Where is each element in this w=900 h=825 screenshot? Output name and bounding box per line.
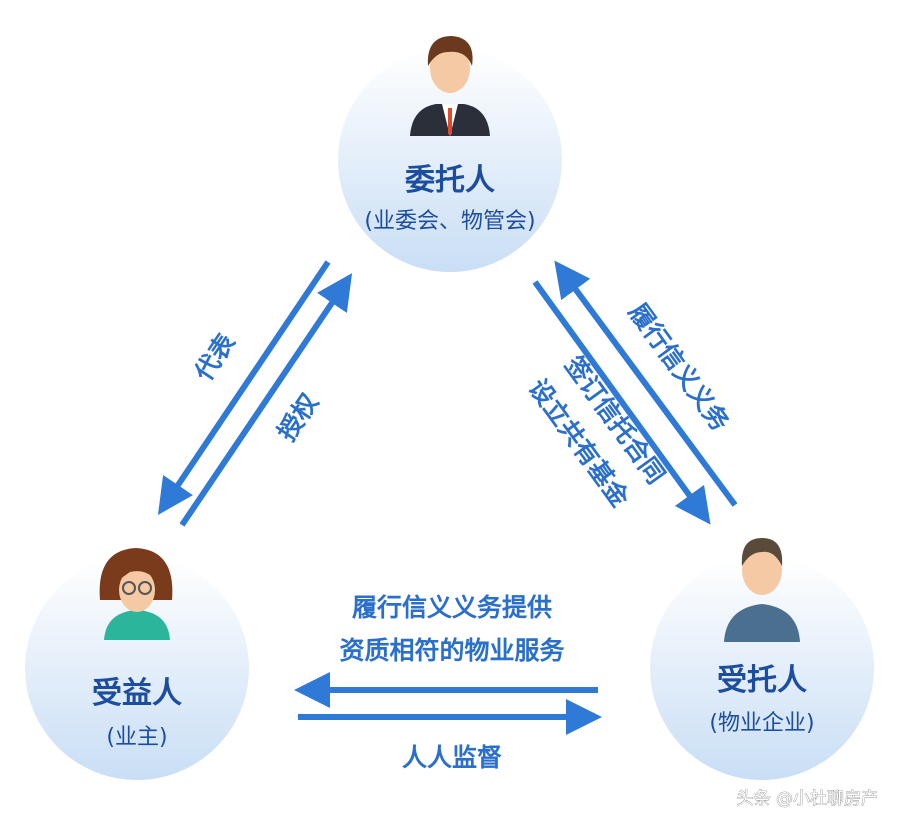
label-supervise: 人人监督: [402, 743, 502, 772]
node-beneficiary: 受益人 (业主): [25, 548, 249, 780]
watermark: 头条 @小杜聊房产: [737, 789, 878, 809]
arrow-sign-contract: [532, 280, 711, 525]
beneficiary-title: 受益人: [92, 676, 182, 711]
label-service-line1: 履行信义义务提供: [352, 593, 552, 622]
arrow-fiduciary-duty: [554, 260, 738, 507]
trustor-subtitle: (业委会、物管会): [364, 209, 535, 234]
label-represent: 代表: [188, 328, 241, 387]
node-trustee: 受托人 (物业企业): [650, 538, 874, 780]
businessman-avatar-icon: [410, 36, 490, 136]
label-fiduciary-duty: 履行信义义务: [623, 298, 735, 436]
arrow-represent: [157, 260, 331, 515]
trustor-title: 委托人: [405, 163, 495, 198]
arrow-authorize: [179, 273, 353, 527]
trustee-subtitle: (物业企业): [709, 711, 814, 736]
label-service-line2: 资质相符的物业服务: [339, 636, 564, 665]
label-authorize: 授权: [272, 388, 324, 446]
trustee-title: 受托人: [717, 663, 807, 698]
node-trustor: 委托人 (业委会、物管会): [338, 36, 562, 272]
woman-avatar-icon: [99, 548, 173, 640]
worker-avatar-icon: [724, 538, 800, 642]
beneficiary-subtitle: (业主): [106, 725, 167, 750]
